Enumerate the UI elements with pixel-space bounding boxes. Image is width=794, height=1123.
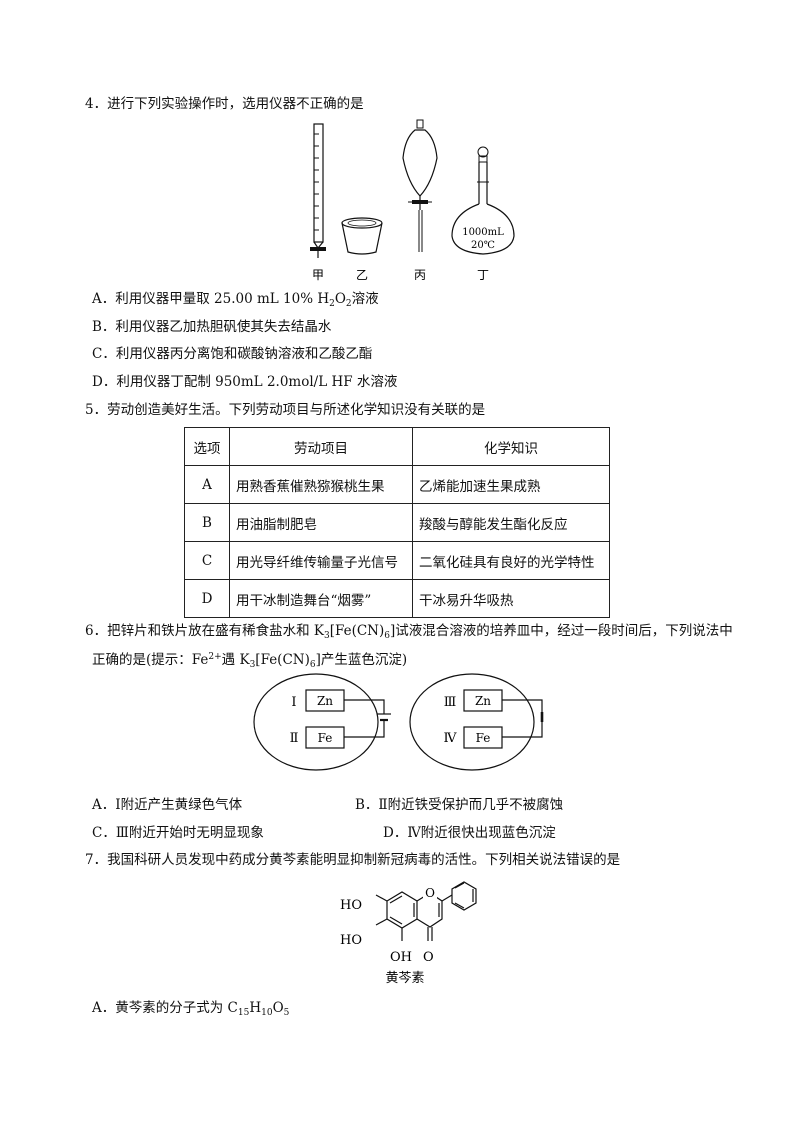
svg-text:Zn: Zn xyxy=(317,694,333,708)
header-labor: 劳动项目 xyxy=(229,427,413,466)
label-yi: 乙 xyxy=(356,268,368,282)
q4-option-c: C．利用仪器丙分离饱和碳酸钠溶液和乙酸乙酯 xyxy=(92,346,373,362)
q7-option-a: A．黄芩素的分子式为 C15H10O5 xyxy=(92,1000,290,1018)
crucible-icon xyxy=(341,217,383,255)
separatory-funnel-icon xyxy=(402,119,438,252)
label-jia: 甲 xyxy=(312,268,324,282)
header-chemistry: 化学知识 xyxy=(412,427,610,466)
q4-apparatus-figure: 1000mL 20℃ 甲 乙 丙 丁 xyxy=(310,119,515,282)
q6-stem-line2: 正确的是(提示：Fe2+遇 K3[Fe(CN)6]产生蓝色沉淀) xyxy=(92,652,408,670)
label-ding: 丁 xyxy=(477,268,489,282)
q6-option-b: B．Ⅱ附近铁受保护而几乎不被腐蚀 xyxy=(355,797,564,813)
svg-text:Fe: Fe xyxy=(318,731,333,745)
header-option: 选项 xyxy=(184,427,230,466)
carbonyl-oxygen: O xyxy=(423,950,434,965)
q7-baicalein-structure: O HO HO OH O 黄芩素 xyxy=(340,881,477,985)
label-bing: 丙 xyxy=(414,268,426,282)
svg-text:Fe: Fe xyxy=(476,731,491,745)
q5-stem: 5．劳动创造美好生活。下列劳动项目与所述化学知识没有关联的是 xyxy=(85,402,486,418)
q6-stem-line1: 6．把锌片和铁片放在盛有稀食盐水和 K3[Fe(CN)6]试液混合溶液的培养皿中… xyxy=(85,623,733,641)
oh-label-2: HO xyxy=(340,933,362,948)
right-dish xyxy=(409,673,535,771)
svg-text:Zn: Zn xyxy=(475,694,491,708)
flask-temp-label: 20℃ xyxy=(471,240,495,251)
q6-option-d: D．Ⅳ附近很快出现蓝色沉淀 xyxy=(383,825,556,841)
q4-option-b: B．利用仪器乙加热胆矾使其失去结晶水 xyxy=(92,319,332,335)
oh-label-1: HO xyxy=(340,898,362,913)
flask-volume-label: 1000mL xyxy=(462,227,504,238)
table-header-row: 选项 劳动项目 化学知识 xyxy=(184,427,610,466)
q7-stem: 7．我国科研人员发现中药成分黄芩素能明显抑制新冠病毒的活性。下列相关说法错误的是 xyxy=(85,852,621,868)
region-label-2: Ⅱ xyxy=(290,731,299,746)
compound-name: 黄芩素 xyxy=(385,971,424,985)
q6-petri-dish-figure: Ⅰ Ⅱ Zn Fe Ⅲ Ⅳ Zn Fe xyxy=(253,673,544,771)
volumetric-flask-icon: 1000mL 20℃ xyxy=(451,146,515,255)
q6-option-c: C．Ⅲ附近开始时无明显现象 xyxy=(92,825,264,841)
q6-option-a: A．Ⅰ附近产生黄绿色气体 xyxy=(92,797,243,813)
oh-label-3: OH xyxy=(390,950,412,965)
ring-oxygen: O xyxy=(425,886,435,900)
left-dish xyxy=(253,673,379,771)
q4-option-d: D．利用仪器丁配制 950mL 2.0mol/L HF 水溶液 xyxy=(92,374,398,390)
q4-option-a: A．利用仪器甲量取 25.00 mL 10% H2O2溶液 xyxy=(92,291,379,309)
region-label-1: Ⅰ xyxy=(291,695,296,710)
region-label-3: Ⅲ xyxy=(444,695,457,710)
q4-stem: 4．进行下列实验操作时，选用仪器不正确的是 xyxy=(85,96,364,112)
region-label-4: Ⅳ xyxy=(444,731,458,746)
burette-icon xyxy=(310,123,326,258)
